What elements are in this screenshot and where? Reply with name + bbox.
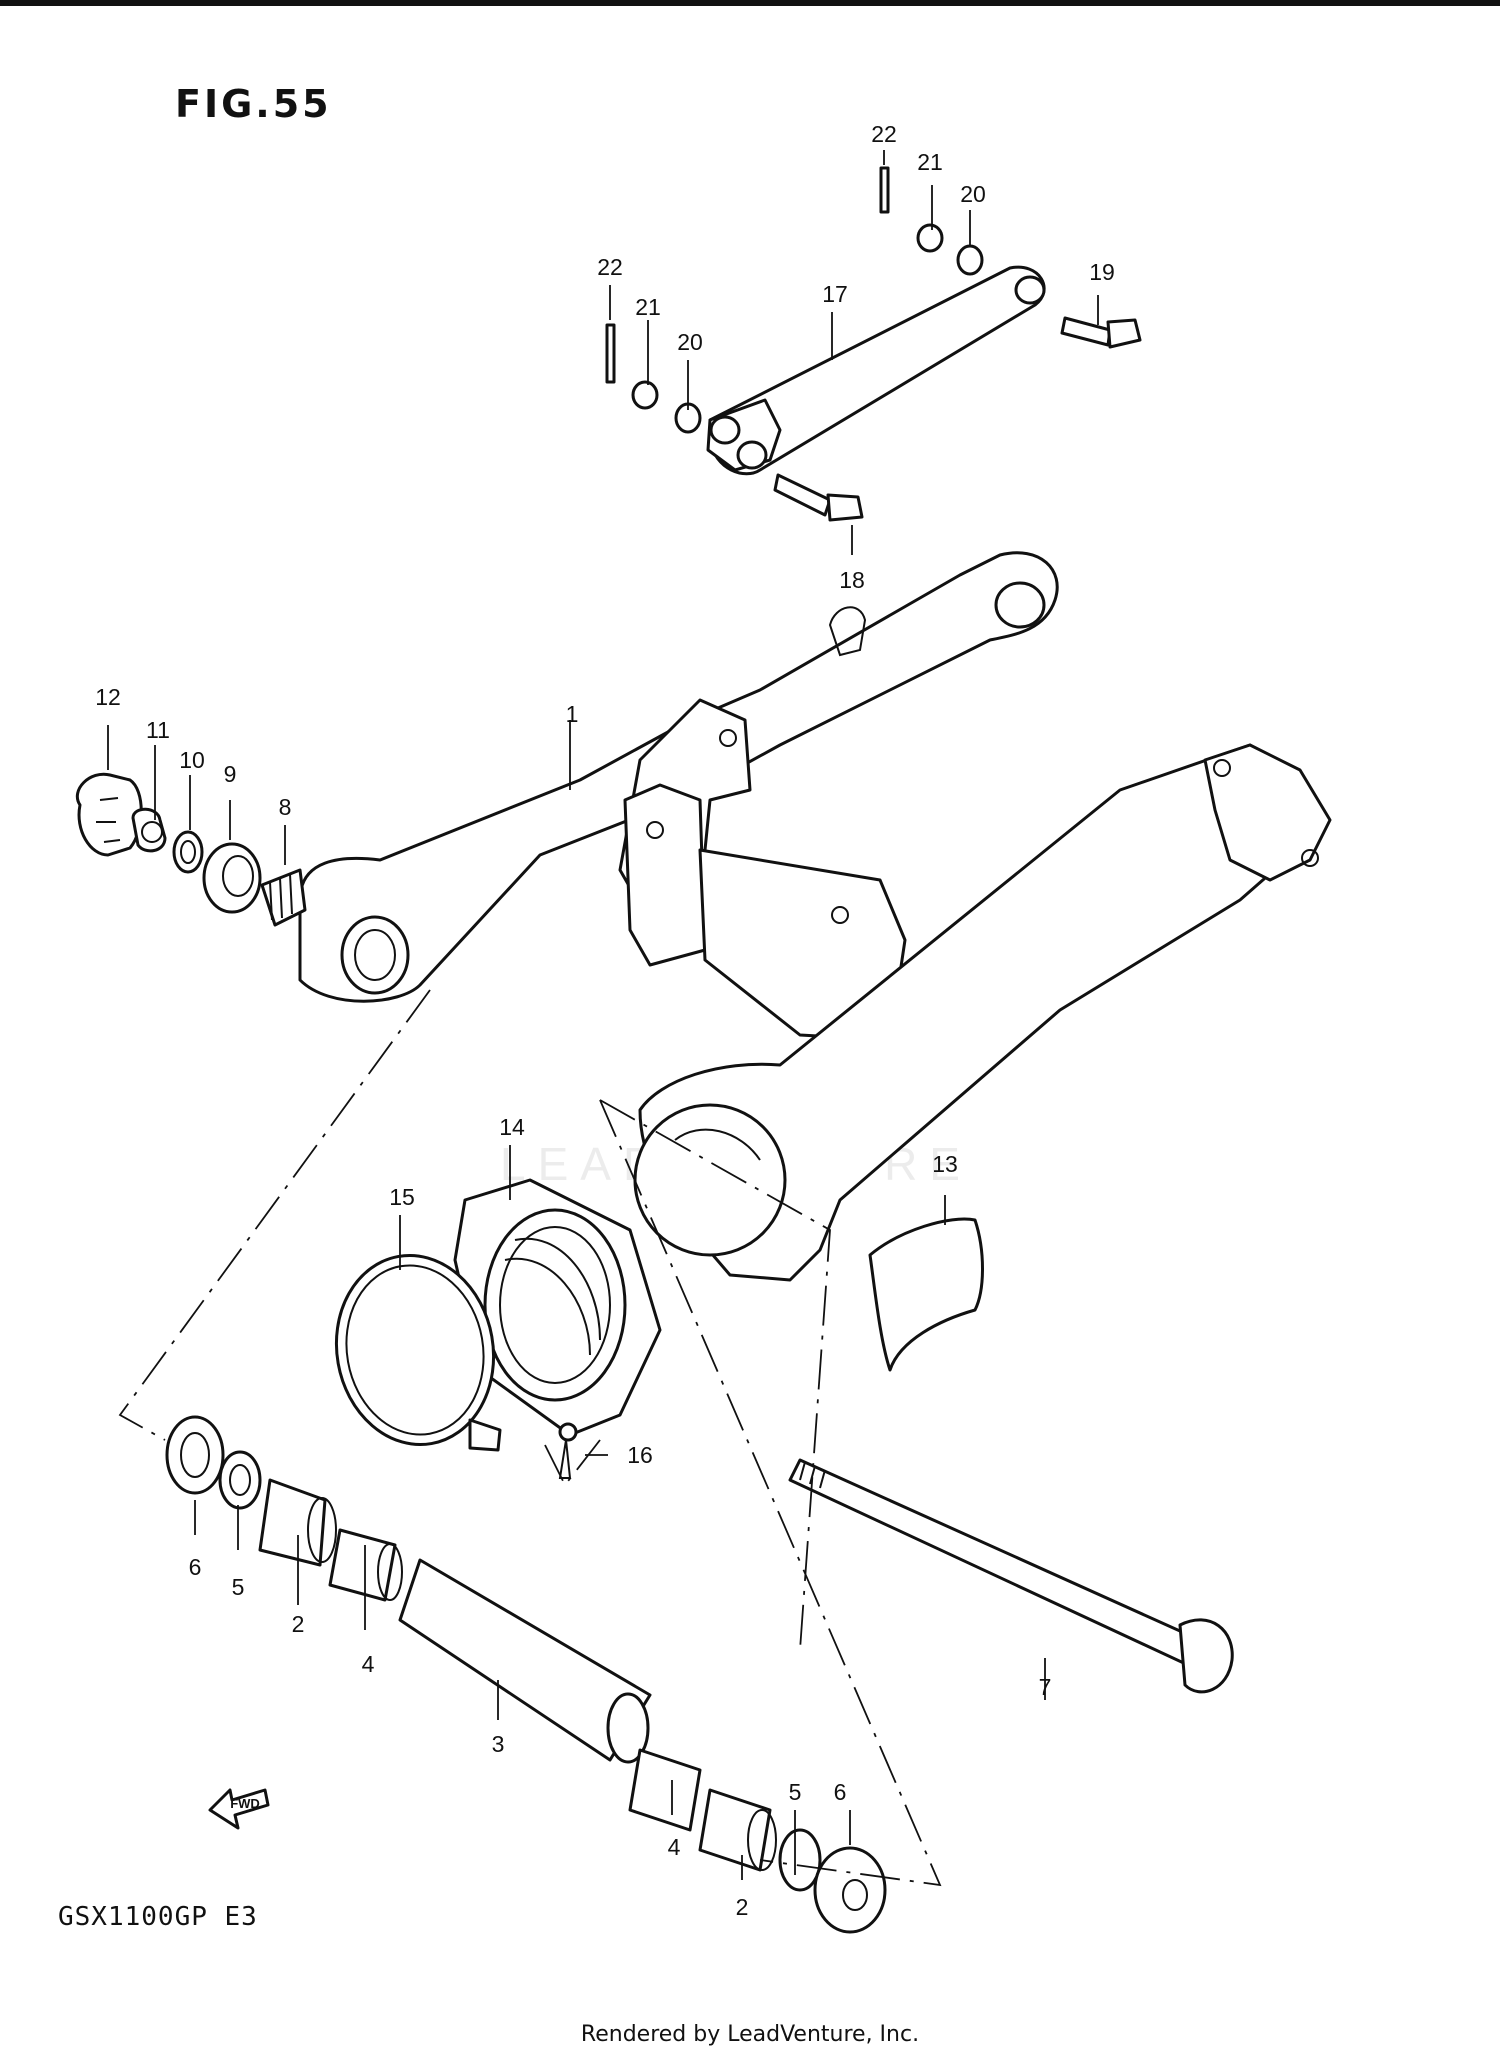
assembly-guide-lines [118, 989, 942, 1887]
callout-18: 18 [839, 567, 865, 593]
callout-6b: 6 [834, 1779, 847, 1805]
callout-16: 16 [627, 1442, 653, 1468]
callout-22a: 22 [597, 254, 623, 280]
callout-17: 17 [822, 281, 848, 307]
callout-9: 9 [224, 761, 237, 787]
callout-3: 3 [492, 1731, 505, 1757]
screw-part-16 [558, 1422, 578, 1479]
callout-6a: 6 [189, 1554, 202, 1580]
model-code: GSX1100GP E3 [58, 1902, 258, 1932]
top-border-rule [0, 0, 1500, 6]
pivot-shaft-part-7 [788, 1458, 1234, 1694]
callout-1: 1 [566, 701, 579, 727]
callout-labels: 1 2 2 3 4 4 5 5 6 6 7 8 9 10 11 12 13 14… [95, 121, 1115, 1920]
cushion-rod-parts-17-22 [605, 166, 1142, 522]
callout-2b: 2 [736, 1894, 749, 1920]
callout-8: 8 [279, 794, 292, 820]
render-credit-footer: Rendered by LeadVenture, Inc. [580, 2022, 920, 2047]
pivot-hardware-parts-8-12 [75, 772, 307, 927]
bearing-housing-part-14 [453, 1178, 662, 1437]
callout-20a: 20 [677, 329, 703, 355]
leader-lines [107, 150, 1099, 1880]
callout-4a: 4 [362, 1651, 375, 1677]
swingarm-part-1 [298, 551, 1332, 1282]
callout-2a: 2 [292, 1611, 305, 1637]
callout-4b: 4 [668, 1834, 681, 1860]
callout-21a: 21 [635, 294, 661, 320]
callout-14: 14 [499, 1114, 525, 1140]
callout-10: 10 [179, 747, 205, 773]
callout-13: 13 [932, 1151, 958, 1177]
callout-20b: 20 [960, 181, 986, 207]
pivot-sleeves-parts-2-6 [165, 1415, 887, 1934]
forward-arrow-text: FWD [230, 1796, 260, 1811]
callout-12: 12 [95, 684, 121, 710]
callout-5a: 5 [232, 1574, 245, 1600]
callout-7: 7 [1039, 1674, 1052, 1700]
callout-19: 19 [1089, 259, 1115, 285]
callout-21b: 21 [917, 149, 943, 175]
callout-11: 11 [146, 717, 170, 743]
figure-title: FIG.55 [175, 82, 332, 126]
callout-15: 15 [389, 1184, 415, 1210]
cover-part-13 [868, 1217, 984, 1372]
callout-5b: 5 [789, 1779, 802, 1805]
forward-arrow: FWD [208, 1788, 270, 1830]
callout-22b: 22 [871, 121, 897, 147]
